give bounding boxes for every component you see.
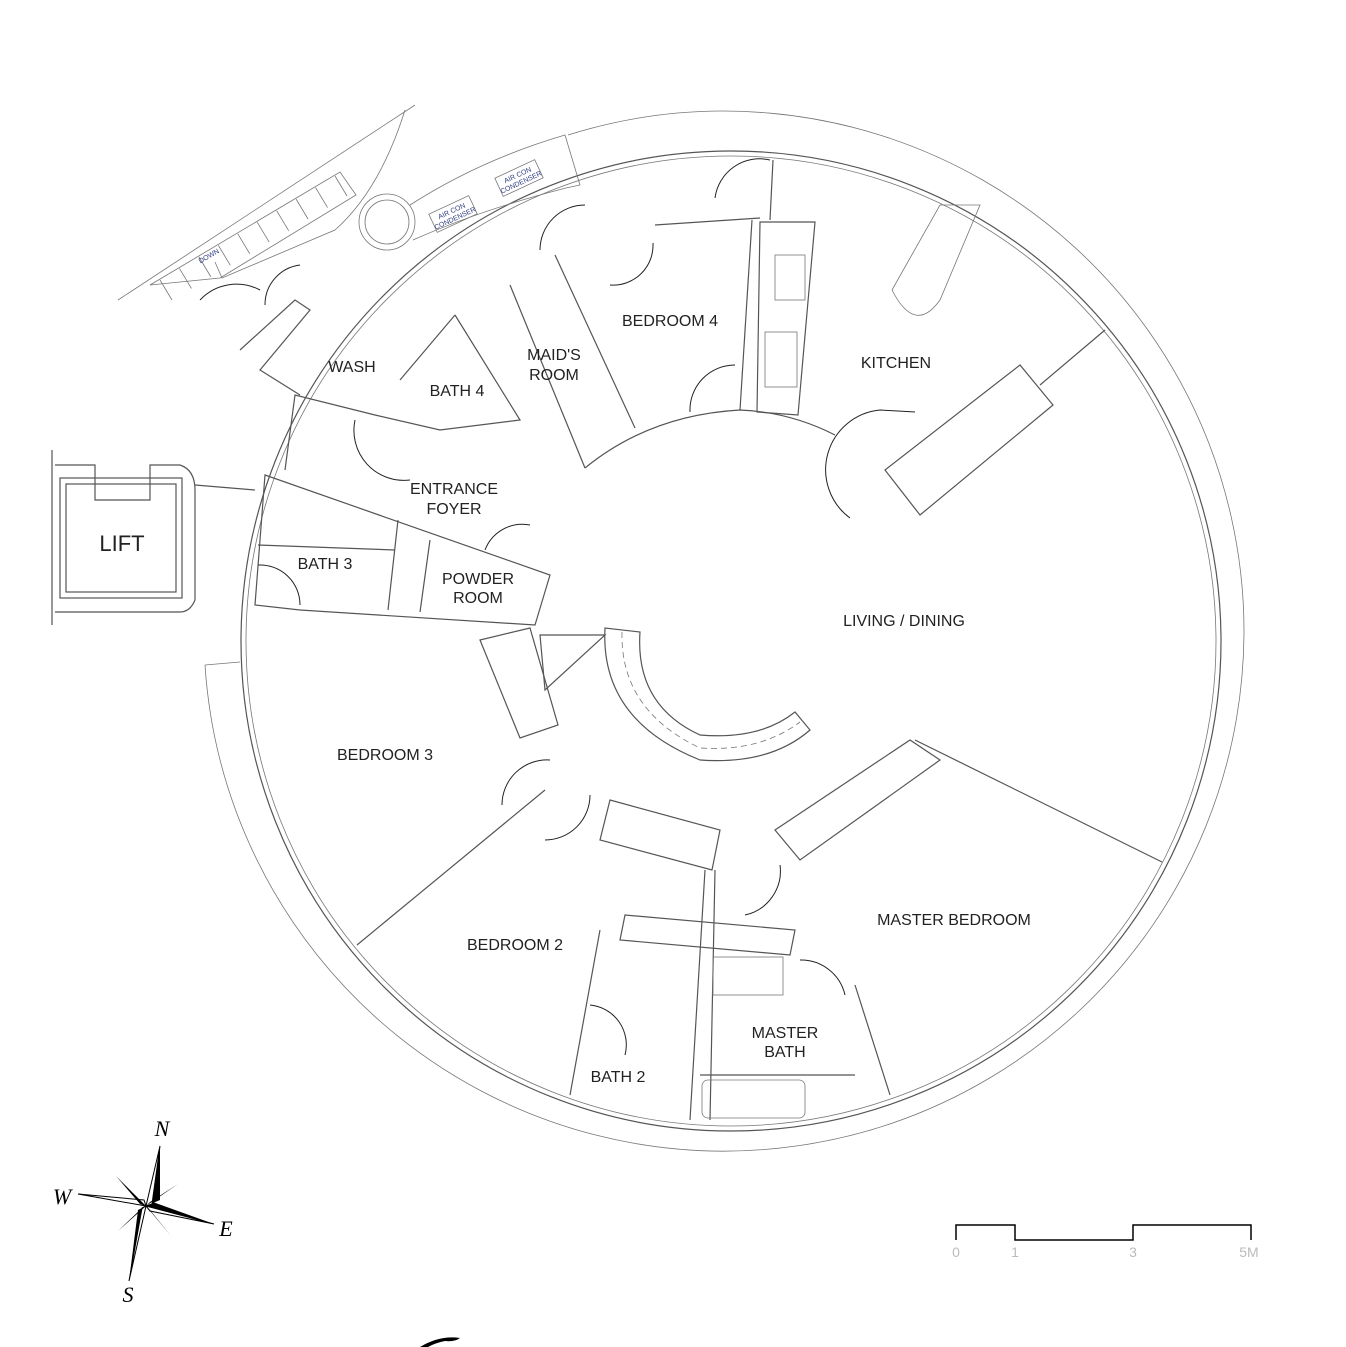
scale-bar: 0 1 3 5M [952,1224,1259,1260]
label-maids-room-1: MAID'S [527,347,581,364]
stair-tread [256,222,270,243]
aircon-condenser: AIR CON CONDENSER [428,195,478,233]
compass-rose-icon: N W E S [53,1116,233,1307]
stair-tread [295,198,309,220]
label-bedroom-3: BEDROOM 3 [337,747,433,764]
label-powder-2: ROOM [453,590,503,607]
label-maids-room-2: ROOM [529,367,579,384]
stair-tread [237,233,251,254]
stair-tread [159,279,173,301]
compass-s: S [123,1282,134,1307]
stair-tread [276,210,290,231]
stairs-down-label: DOWN [198,248,221,265]
label-bath-2: BATH 2 [591,1069,646,1086]
label-kitchen: KITCHEN [861,355,931,372]
label-entrance-1: ENTRANCE [410,481,498,498]
scale-tick: 0 [952,1244,960,1260]
label-entrance-2: FOYER [426,501,481,518]
doors [199,158,916,1056]
interior-walls [239,159,1163,1121]
outer-walls [117,104,1245,1152]
compass-e: E [218,1216,233,1241]
central-staircase [604,627,811,762]
label-master-bath-2: BATH [764,1044,805,1061]
label-lift: LIFT [99,531,144,556]
label-master-bath-1: MASTER [752,1025,819,1042]
scale-tick: 5M [1239,1244,1258,1260]
compass-n: N [154,1116,171,1141]
label-powder-1: POWDER [442,571,514,588]
stair-tread [217,245,231,266]
label-wash: WASH [328,359,375,376]
stair-tread [334,175,348,197]
label-bath-4: BATH 4 [430,383,485,400]
label-master-bedroom: MASTER BEDROOM [877,912,1031,929]
label-bath-3: BATH 3 [298,556,353,573]
lift [51,450,256,625]
exterior-stairs: DOWN AIR CON CONDENSER AIR CON CONDENSER [149,134,581,301]
label-bedroom-4: BEDROOM 4 [622,313,718,330]
label-bedroom-2: BEDROOM 2 [467,937,563,954]
scale-tick: 1 [1011,1244,1019,1260]
label-living-dining: LIVING / DINING [843,613,965,630]
stair-tread [179,268,192,289]
stair-tread [198,256,212,278]
stair-tread [315,187,328,208]
compass-w: W [53,1184,73,1209]
room-labels: BEDROOM 4 KITCHEN MAID'S ROOM WASH BATH … [99,313,1031,1086]
logo-fragment [420,1337,460,1347]
scale-tick: 3 [1129,1244,1137,1260]
